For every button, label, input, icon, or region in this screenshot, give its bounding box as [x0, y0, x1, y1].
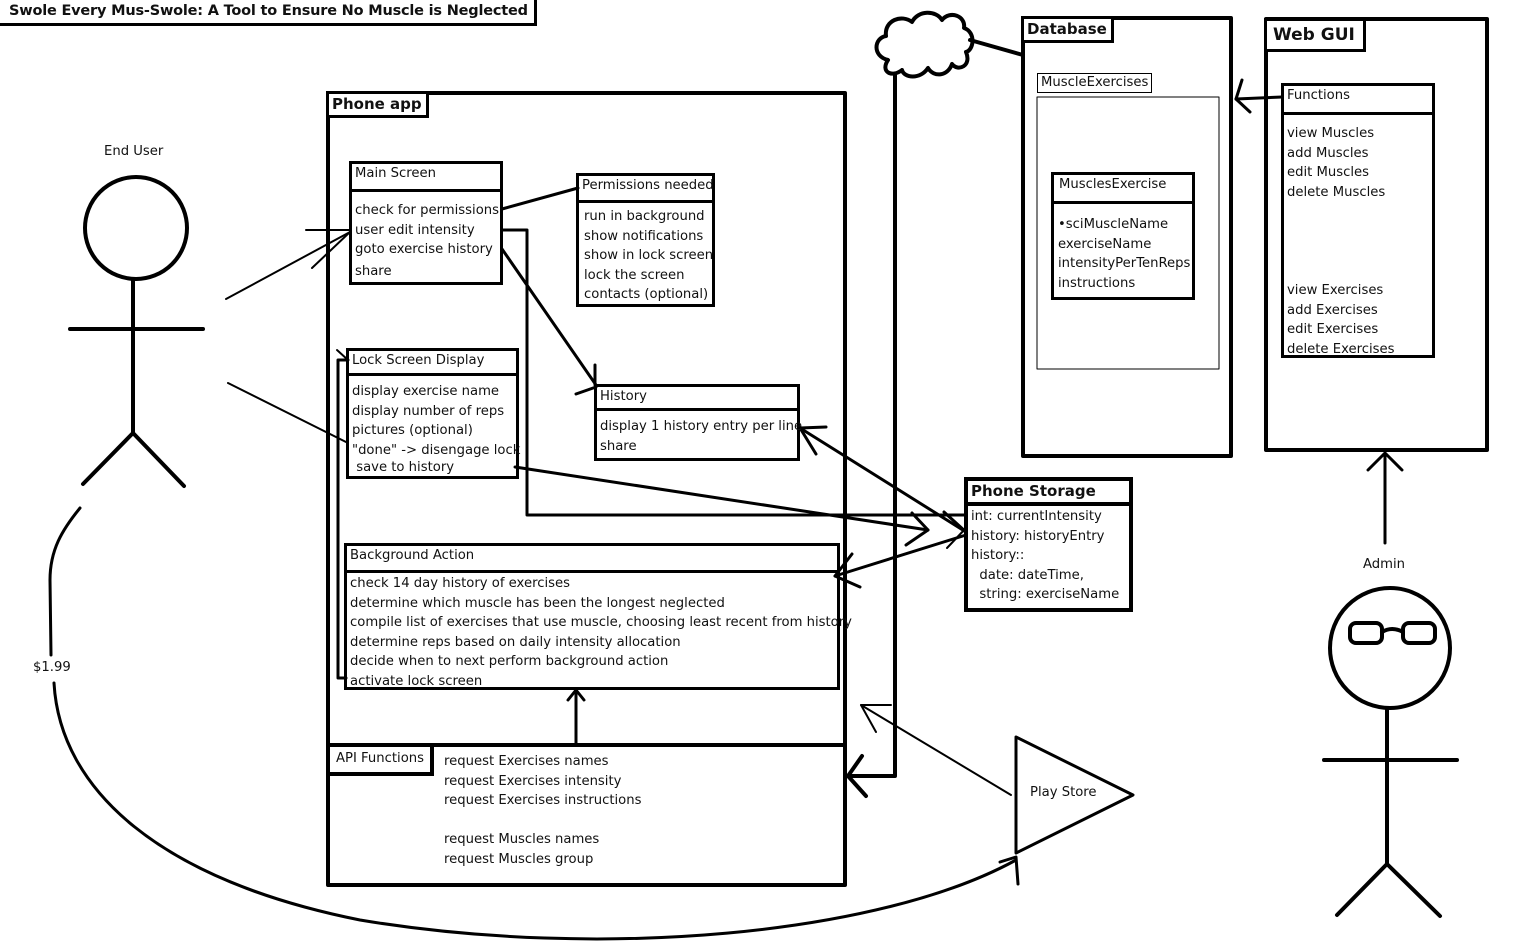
- list-item: request Exercises intensity: [444, 773, 622, 789]
- list-item: display number of reps: [352, 403, 505, 419]
- list-item: pictures (optional): [352, 423, 473, 438]
- list-item: add Exercises: [1287, 302, 1378, 318]
- list-item: history: historyEntry: [971, 528, 1105, 544]
- lock-screen-box: Lock Screen Display display exercise nam…: [346, 348, 521, 479]
- list-item: request Muscles group: [444, 851, 594, 867]
- list-item: request Exercises names: [444, 754, 609, 769]
- main-screen-header: Main Screen: [352, 164, 500, 192]
- list-item: request Exercises instructions: [444, 793, 642, 808]
- list-item: view Muscles: [1287, 126, 1375, 141]
- list-item: contacts (optional): [584, 287, 709, 302]
- lock-screen-items: display exercise name display number of …: [349, 376, 521, 478]
- list-item: exerciseName: [1058, 236, 1152, 252]
- play-store-label: Play Store: [1030, 785, 1097, 800]
- muscle-exercises-table-frame: [1036, 96, 1220, 370]
- permissions-box: Permissions needed run in background sho…: [576, 173, 715, 307]
- list-item: intensityPerTenReps: [1058, 256, 1191, 271]
- web-gui-frame: [1264, 17, 1489, 452]
- web-gui-label: Web GUI: [1264, 18, 1366, 52]
- muscles-exercise-header: MusclesExercise: [1054, 175, 1192, 204]
- list-item: view Exercises: [1287, 283, 1384, 298]
- list-item: decide when to next perform background a…: [350, 654, 669, 669]
- list-item: show in lock screen: [584, 248, 714, 263]
- end-user-figure: [68, 175, 205, 488]
- list-item: history::: [971, 548, 1025, 563]
- list-item: determine which muscle has been the long…: [350, 595, 725, 611]
- list-item: string: exerciseName: [971, 587, 1120, 602]
- list-item: edit Exercises: [1287, 322, 1379, 337]
- list-item: int: currentIntensity: [971, 509, 1102, 524]
- price-label: $1.99: [33, 660, 71, 675]
- web-gui-functions-header: Functions: [1284, 86, 1432, 115]
- permissions-items: run in background show notifications sho…: [579, 203, 714, 307]
- background-action-box: Background Action check 14 day history o…: [344, 543, 852, 693]
- database-frame: [1021, 16, 1233, 458]
- list-item: "done" -> disengage lock: [352, 442, 521, 458]
- list-item: compile list of exercises that use muscl…: [350, 615, 852, 630]
- phone-app-label: Phone app: [326, 91, 429, 118]
- diagram-title: Swole Every Mus-Swole: A Tool to Ensure …: [0, 0, 537, 26]
- list-item: share: [600, 438, 637, 454]
- list-item: run in background: [584, 209, 705, 224]
- history-header: History: [597, 387, 797, 411]
- database-label: Database: [1021, 16, 1114, 43]
- main-screen-box: Main Screen check for permissions user e…: [349, 161, 503, 285]
- phone-storage-header: Phone Storage: [968, 481, 1129, 506]
- admin-figure: [1322, 586, 1459, 918]
- list-item: share: [355, 263, 392, 279]
- end-user-label: End User: [104, 144, 164, 159]
- web-gui-functions-box: Functions view Muscles add Muscles edit …: [1281, 83, 1435, 358]
- history-items: display 1 history entry per line share: [597, 411, 803, 458]
- cloud-shape: [874, 10, 975, 79]
- muscle-exercises-table-label: MuscleExercises: [1037, 73, 1153, 93]
- web-gui-exercise-functions: view Exercises add Exercises edit Exerci…: [1284, 281, 1397, 361]
- list-item: user edit intensity: [355, 222, 475, 238]
- background-action-items: check 14 day history of exercises determ…: [347, 573, 852, 693]
- list-item: goto exercise history: [355, 242, 493, 257]
- list-item: check 14 day history of exercises: [350, 576, 570, 591]
- web-gui-muscle-functions: view Muscles add Muscles edit Muscles de…: [1284, 115, 1432, 204]
- list-item: activate lock screen: [350, 673, 483, 689]
- list-item: display exercise name: [352, 384, 500, 399]
- list-item: [444, 811, 641, 831]
- lock-screen-header: Lock Screen Display: [349, 351, 516, 376]
- background-action-header: Background Action: [347, 546, 837, 573]
- list-item: request Muscles names: [444, 832, 600, 847]
- list-item: date: dateTime,: [971, 567, 1084, 583]
- list-item: •sciMuscleName: [1058, 217, 1169, 232]
- list-item: lock the screen: [584, 267, 685, 283]
- muscles-exercise-entity: MusclesExercise •sciMuscleName exerciseN…: [1051, 172, 1195, 300]
- list-item: delete Muscles: [1287, 184, 1386, 200]
- phone-storage-box: Phone Storage int: currentIntensity hist…: [964, 477, 1133, 612]
- phone-app-frame: [326, 91, 847, 887]
- list-item: check for permissions: [355, 203, 500, 218]
- list-item: display 1 history entry per line: [600, 419, 803, 434]
- api-functions-label: API Functions: [326, 743, 435, 776]
- admin-label: Admin: [1363, 557, 1406, 572]
- play-store-triangle: [1014, 735, 1135, 855]
- phone-storage-items: int: currentIntensity history: historyEn…: [968, 506, 1129, 607]
- list-item: determine reps based on daily intensity …: [350, 634, 681, 650]
- list-item: delete Exercises: [1287, 341, 1395, 357]
- main-screen-items: check for permissions user edit intensit…: [352, 192, 500, 283]
- history-box: History display 1 history entry per line…: [594, 384, 803, 461]
- list-item: save to history: [352, 460, 455, 475]
- list-item: edit Muscles: [1287, 165, 1370, 180]
- list-item: add Muscles: [1287, 145, 1369, 161]
- api-functions-items: request Exercises names request Exercise…: [444, 752, 641, 869]
- muscles-exercise-fields: •sciMuscleName exerciseName intensityPer…: [1054, 204, 1192, 295]
- list-item: show notifications: [584, 228, 704, 244]
- permissions-header: Permissions needed: [579, 176, 714, 203]
- list-item: instructions: [1058, 275, 1136, 291]
